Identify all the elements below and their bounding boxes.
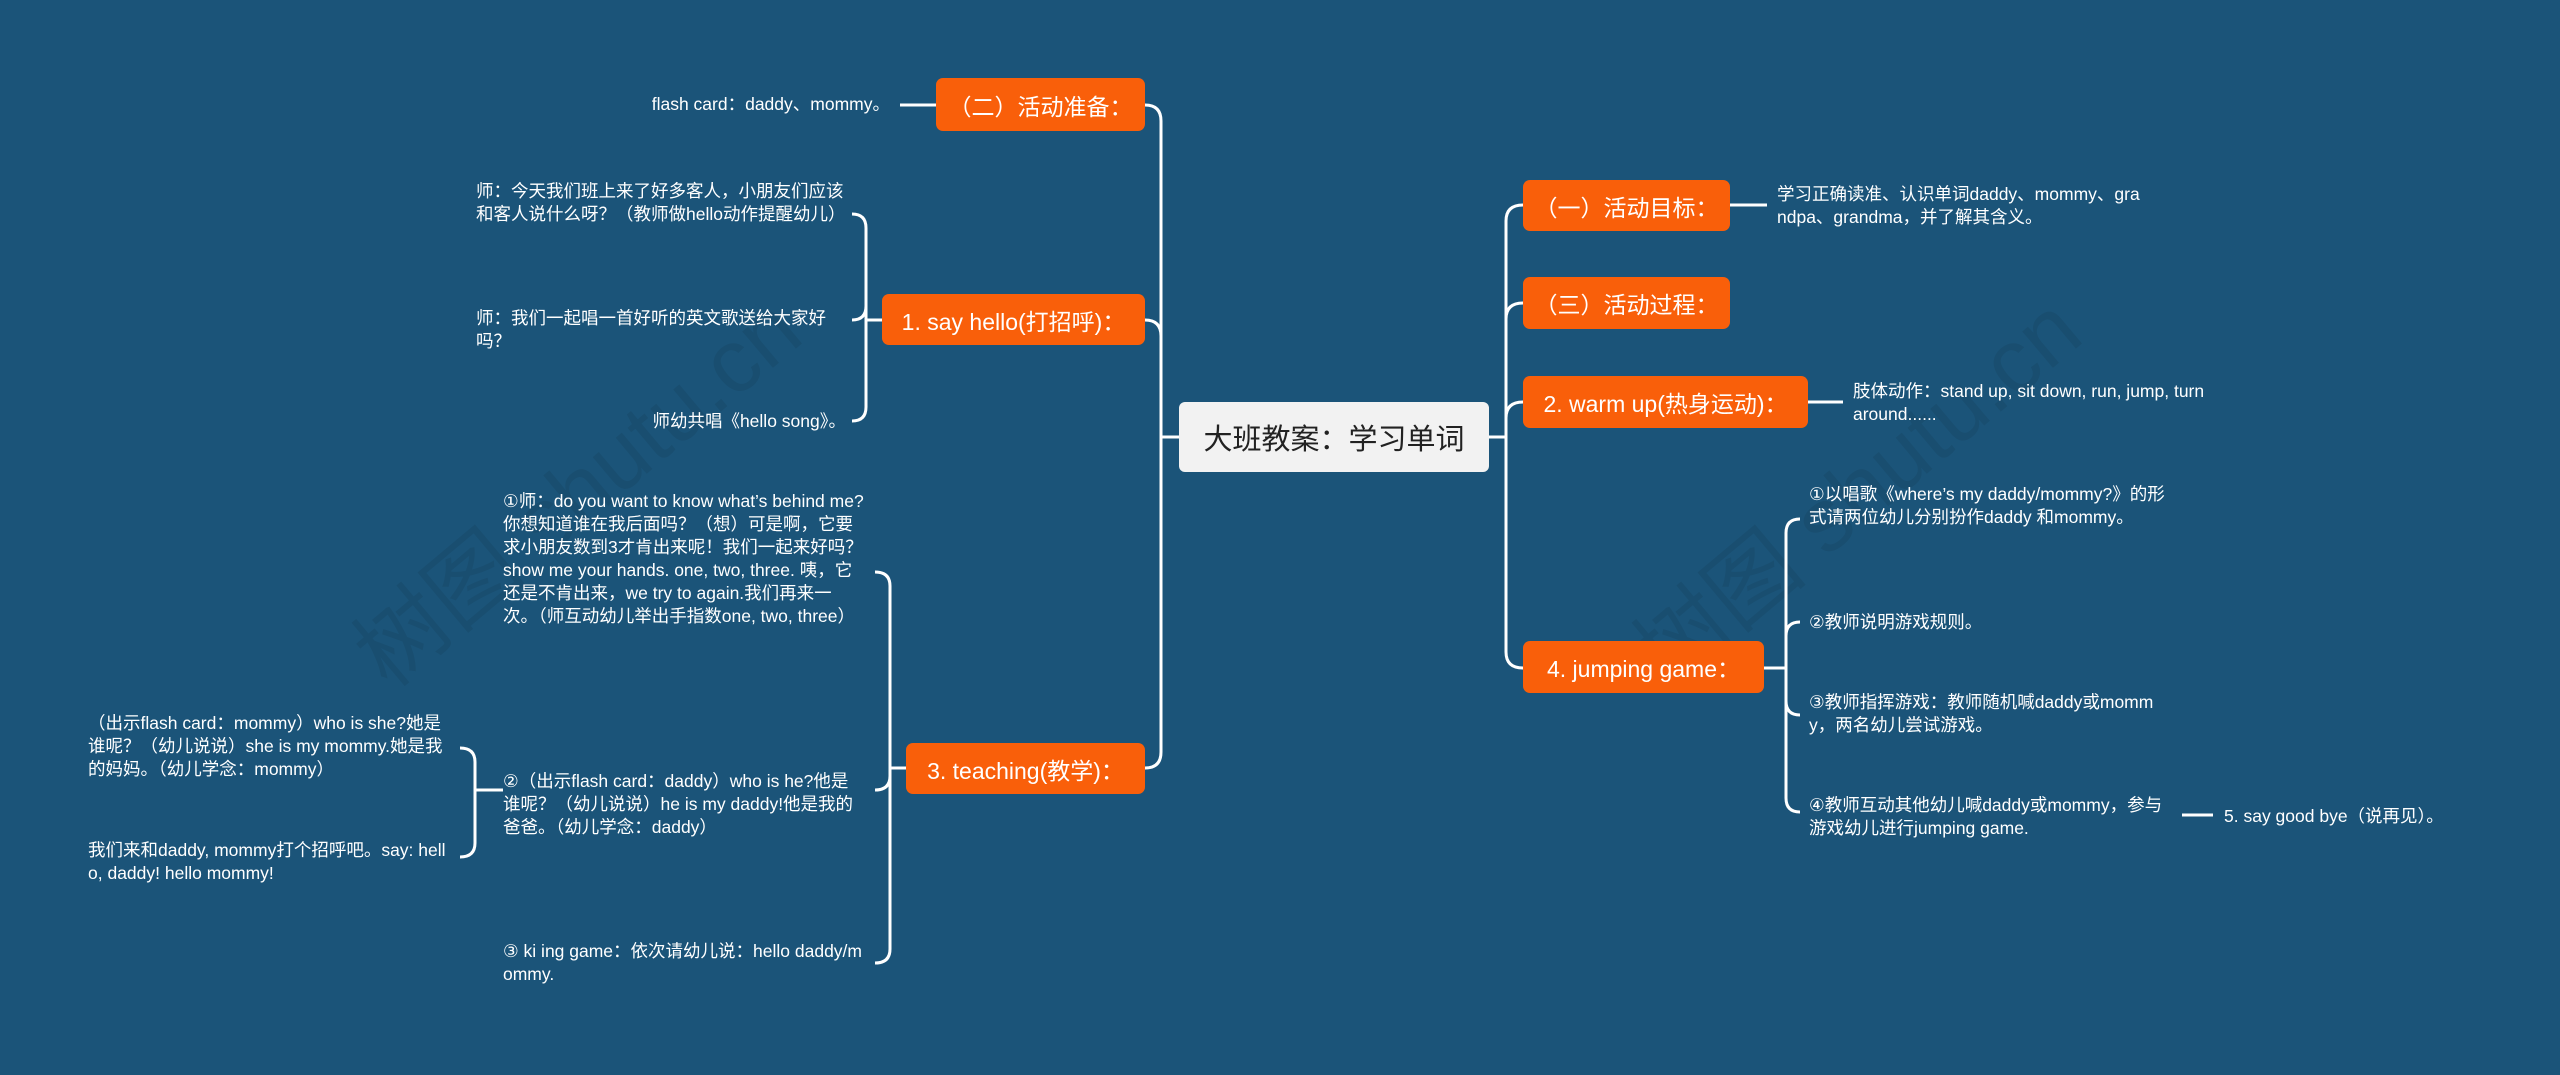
teaching-sub-item: （出示flash card：mommy）who is she?她是谁呢？（幼儿说… bbox=[88, 713, 443, 779]
topic-teaching[interactable]: 3. teaching(教学)： bbox=[906, 743, 1145, 794]
topic-activity-goal[interactable]: （一）活动目标： bbox=[1523, 180, 1730, 231]
say-goodbye-item: 5. say good bye（说再见）。 bbox=[2224, 806, 2444, 826]
jumping-item: ②教师说明游戏规则。 bbox=[1809, 612, 1983, 632]
say-hello-item: 师：今天我们班上来了好多客人，小朋友们应该和客人说什么呀？（教师做hello动作… bbox=[476, 181, 846, 224]
warm-up-detail: 肢体动作：stand up, sit down, run, jump, turn… bbox=[1853, 381, 2205, 424]
teaching-sub-item: 我们来和daddy, mommy打个招呼吧。say: hello, daddy!… bbox=[88, 840, 446, 883]
prep-detail: flash card：daddy、mommy。 bbox=[651, 94, 890, 114]
teaching-item: ③ ki ing game：依次请幼儿说：hello daddy/mommy. bbox=[503, 941, 862, 984]
teaching-item: ①师：do you want to know what’s behind me?… bbox=[503, 491, 864, 626]
topic-warm-up[interactable]: 2. warm up(热身运动)： bbox=[1523, 376, 1808, 428]
topic-say-hello[interactable]: 1. say hello(打招呼)： bbox=[882, 294, 1145, 345]
jumping-item: ③教师指挥游戏：教师随机喊daddy或mommy，两名幼儿尝试游戏。 bbox=[1809, 692, 2154, 735]
topic-activity-process[interactable]: （三）活动过程： bbox=[1523, 277, 1730, 329]
topic-activity-prep[interactable]: （二）活动准备： bbox=[936, 78, 1145, 131]
topic-jumping-game[interactable]: 4. jumping game： bbox=[1523, 641, 1764, 693]
jumping-item: ①以唱歌《where’s my daddy/mommy?》的形式请两位幼儿分别扮… bbox=[1809, 484, 2165, 527]
say-hello-item: 师幼共唱《hello song》。 bbox=[652, 411, 846, 431]
teaching-item: ②（出示flash card：daddy）who is he?他是谁呢？（幼儿说… bbox=[503, 771, 854, 837]
root-topic[interactable]: 大班教案：学习单词 bbox=[1179, 402, 1489, 472]
goal-detail: 学习正确读准、认识单词daddy、mommy、grandpa、grandma，并… bbox=[1777, 184, 2140, 227]
say-hello-item: 师：我们一起唱一首好听的英文歌送给大家好吗？ bbox=[476, 308, 826, 351]
jumping-item: ④教师互动其他幼儿喊daddy或mommy，参与游戏幼儿进行jumping ga… bbox=[1809, 795, 2163, 838]
